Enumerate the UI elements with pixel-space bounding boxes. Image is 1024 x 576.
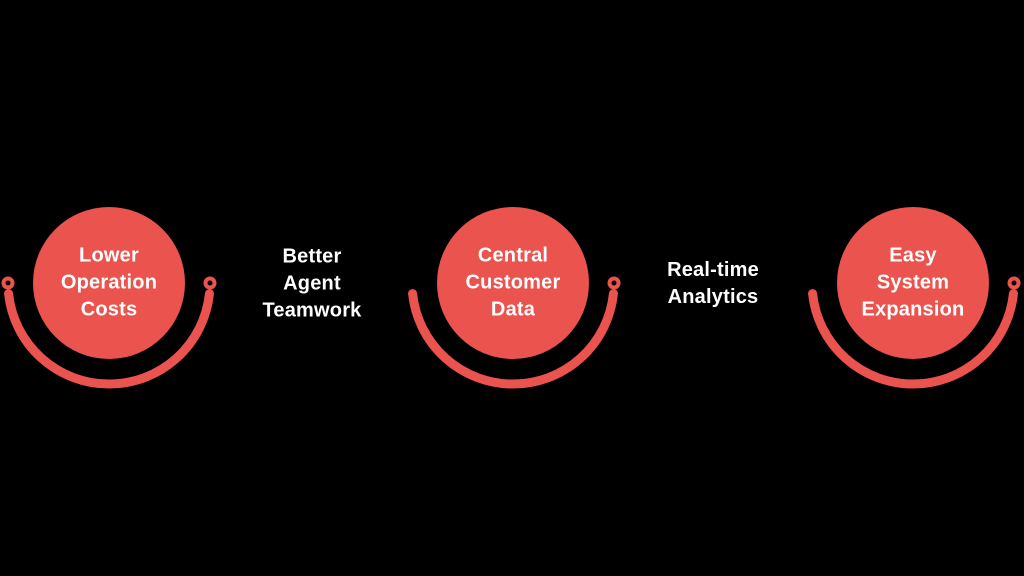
arc-ring-left-icon	[1, 276, 15, 290]
node-graphic-3	[808, 207, 1021, 389]
arc-ring-right-icon	[203, 276, 217, 290]
arc-ring-right-icon	[1007, 276, 1021, 290]
swing-arc	[808, 289, 1018, 389]
swing-arc	[408, 289, 618, 389]
node-circle	[837, 207, 989, 359]
node-label-central-customer-data: Central Customer Data	[465, 244, 561, 321]
node-label-easy-system-expansion: Easy System Expansion	[861, 244, 965, 321]
connector-label-better-agent-teamwork: Better Agent Teamwork	[262, 245, 362, 322]
node-circle	[437, 207, 589, 359]
swing-arc	[4, 289, 214, 389]
node-graphic-2	[408, 207, 621, 389]
connector-label-real-time-analytics: Real-time Analytics	[667, 259, 759, 308]
node-circle	[33, 207, 185, 359]
node-label-lower-operation-costs: Lower Operation Costs	[60, 244, 158, 321]
node-graphic-1	[1, 207, 217, 389]
arc-ring-right-icon	[607, 276, 621, 290]
